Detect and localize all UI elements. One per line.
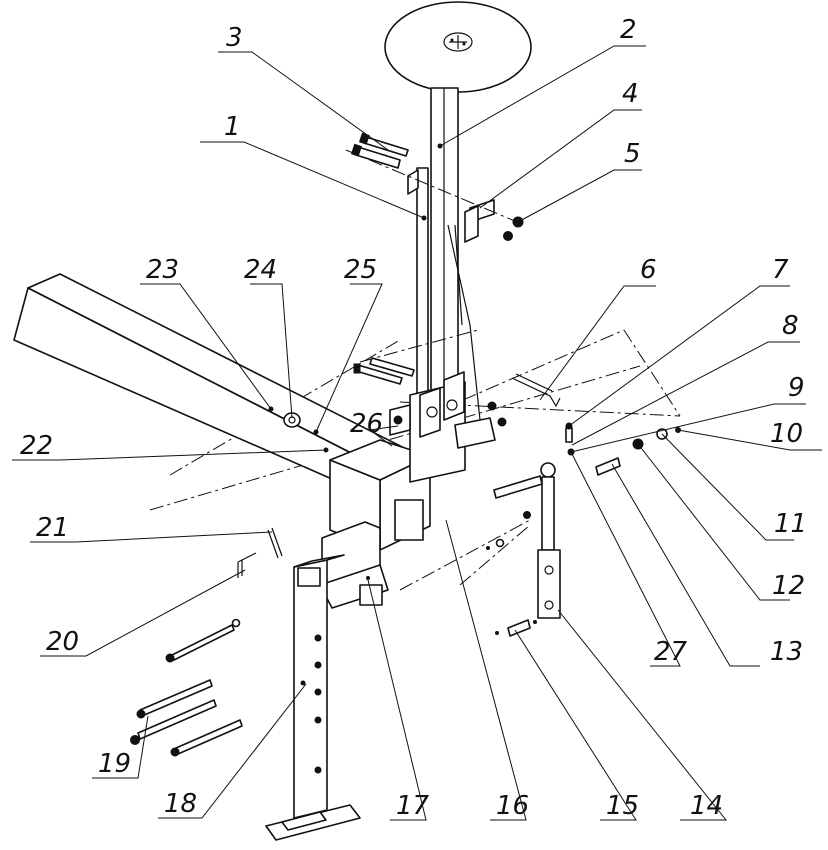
lower-washers: [486, 511, 531, 550]
disc-plate: [384, 1, 532, 93]
callout-21: 21: [36, 513, 69, 543]
callout-19: 19: [98, 749, 131, 779]
mid-bolts: [353, 357, 507, 427]
callout-23: 23: [146, 255, 179, 285]
callout-16: 16: [496, 791, 529, 821]
right-fasteners: [493, 422, 681, 499]
left-socket: [319, 521, 389, 609]
callout-10: 10: [770, 419, 803, 449]
inner-bar: [416, 167, 429, 421]
left-long-bolts: [130, 618, 243, 757]
callout-27: 27: [654, 637, 688, 667]
link-part-14: [537, 462, 561, 619]
callout-8: 8: [782, 311, 799, 341]
callout-17: 17: [396, 791, 430, 821]
callout-25: 25: [344, 255, 377, 285]
callout-22: 22: [20, 431, 53, 461]
small-bolt-part-15: [495, 619, 537, 637]
upper-clamp: [407, 169, 495, 243]
callout-18: 18: [164, 789, 197, 819]
callout-numbers: 3 2 4 5 1 23 24 25 6 7 8 9 26 10 22 11 2…: [20, 15, 807, 821]
callout-6: 6: [640, 255, 657, 285]
callout-15: 15: [606, 791, 639, 821]
callout-20: 20: [46, 627, 79, 657]
callout-14: 14: [690, 791, 723, 821]
bracing-struts: [447, 224, 481, 421]
upper-bolts: [350, 132, 409, 169]
foot-plate: [265, 804, 361, 841]
callout-5: 5: [624, 139, 641, 169]
callout-11: 11: [774, 509, 807, 539]
beam-fasteners: [268, 406, 329, 453]
leader-lines: [12, 45, 822, 821]
pin-part-6: [511, 373, 561, 408]
callout-9: 9: [788, 373, 805, 403]
pins-20-21: [237, 527, 283, 578]
callout-3: 3: [226, 23, 243, 53]
callout-1: 1: [224, 112, 241, 142]
callout-12: 12: [772, 571, 805, 601]
callout-24: 24: [244, 255, 277, 285]
callout-2: 2: [620, 15, 637, 45]
callout-26: 26: [350, 409, 383, 439]
central-bracket: [389, 371, 496, 483]
callout-7: 7: [772, 255, 789, 285]
callout-13: 13: [770, 637, 803, 667]
callout-4: 4: [622, 79, 639, 109]
vertical-stand: [293, 554, 345, 819]
main-beam: [13, 273, 433, 501]
